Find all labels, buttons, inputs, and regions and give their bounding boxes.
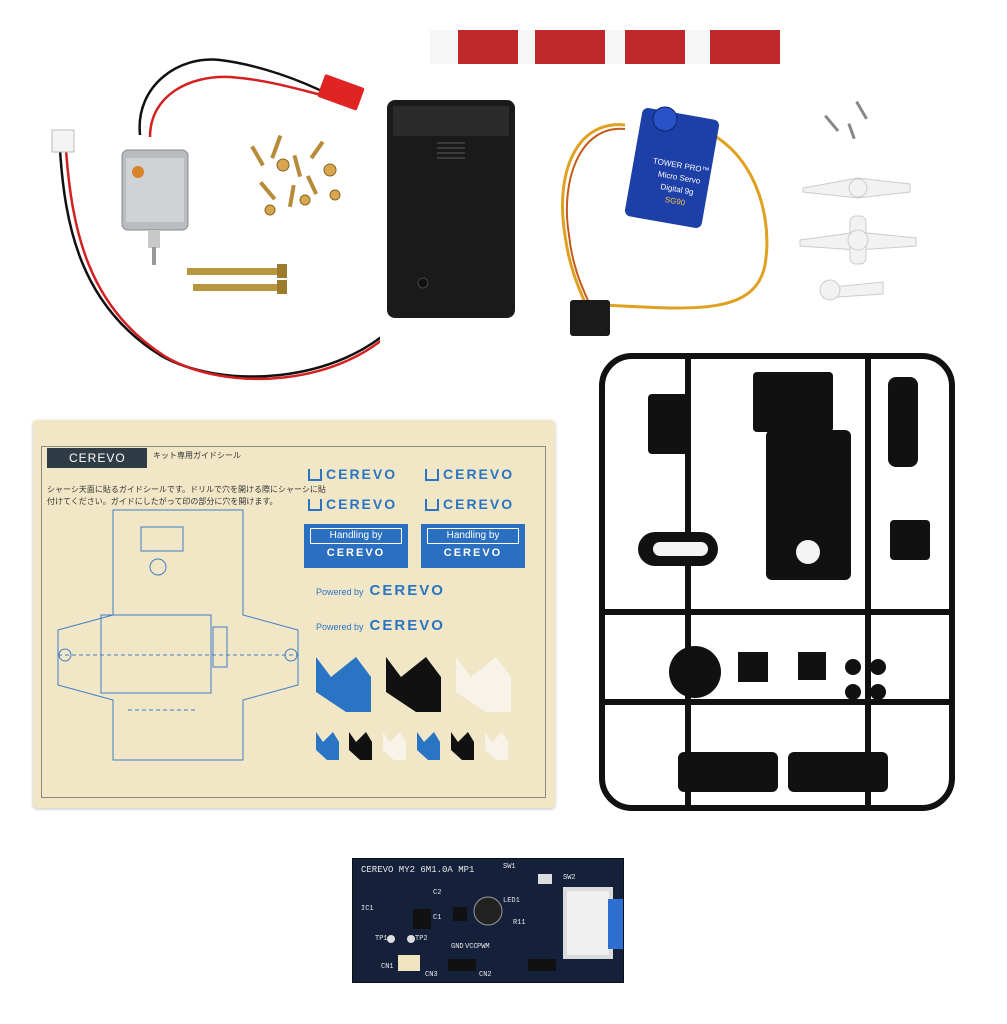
pcb-label: TP2: [415, 935, 428, 943]
pcb-label: C2: [433, 889, 442, 897]
sticker-sheet: CEREVO キット専用ガイドシール シャーシ天面に貼るガイドシールです。ドリル…: [33, 420, 555, 808]
chassis-guide-drawing: [57, 509, 299, 761]
pcb-label: R11: [513, 919, 526, 927]
pcb-label: SW1: [503, 863, 516, 871]
screws-and-nuts: [245, 125, 355, 225]
pcb-label: VCC: [465, 943, 478, 951]
logo-sticker-2: CEREVO: [425, 466, 514, 482]
pcb-components: [387, 874, 623, 971]
handling-sticker-2: Handling by CEREVO: [421, 524, 525, 568]
dc-motor: [40, 25, 380, 405]
pcb-label: CN1: [381, 963, 394, 971]
tape-strip: [430, 30, 780, 64]
logo-sticker-1: CEREVO: [308, 466, 397, 482]
logo-sticker-4: CEREVO: [425, 496, 514, 512]
sheet-label: キット専用ガイドシール: [153, 451, 241, 460]
pcb-label: IC1: [361, 905, 374, 913]
emblem-stickers: [316, 657, 511, 760]
circuit-board: CEREVO MY2 6M1.0A MP1 SW1 SW2 C2 C1 LED1…: [352, 858, 624, 983]
pcb-label: PWM: [477, 943, 490, 951]
plastic-parts-sprue: [598, 352, 956, 812]
pcb-label: C1: [433, 914, 442, 922]
micro-servo: TOWER PRO™ Micro Servo Digital 9g SG90: [545, 85, 785, 350]
pcb-label: SW2: [563, 874, 576, 882]
sheet-brand: CEREVO: [47, 448, 147, 468]
small-screws: [820, 95, 890, 145]
long-bolts: [185, 260, 295, 300]
servo-horns: [798, 170, 920, 310]
pcb-label: CN3: [425, 971, 438, 979]
pcb-label: GND: [451, 943, 464, 951]
sheet-note: シャーシ天面に貼るガイドシールです。ドリルで穴を開ける際にシャーシに貼付けてくだ…: [47, 485, 326, 506]
logo-sticker-3: CEREVO: [308, 496, 397, 512]
pcb-title: CEREVO MY2 6M1.0A MP1: [361, 865, 475, 875]
battery-box: [385, 98, 517, 320]
pcb-label: TP1: [375, 935, 388, 943]
pcb-label: CN2: [479, 971, 492, 979]
sheet-border: [41, 446, 546, 798]
pcb-label: LED1: [503, 897, 520, 905]
handling-sticker-1: Handling by CEREVO: [304, 524, 408, 568]
